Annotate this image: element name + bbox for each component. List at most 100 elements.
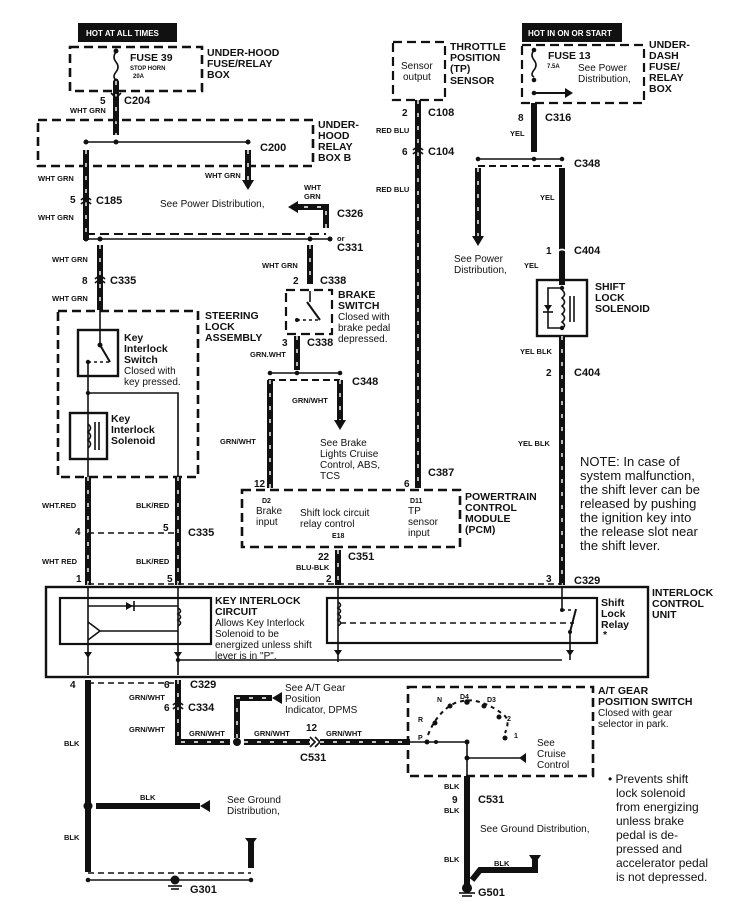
diagram-label: lock solenoid — [616, 786, 685, 800]
diagram-label: Switch — [124, 354, 158, 366]
diagram-label: relay control — [300, 519, 354, 530]
splice-dot — [531, 47, 537, 53]
component-outline — [520, 43, 646, 105]
diagram-label: GRN/WHT — [292, 396, 328, 405]
diagram-label: C338 — [320, 275, 346, 287]
diagram-label: 1 — [514, 733, 518, 740]
diagram-label: MODULE — [465, 513, 511, 525]
diagram-label: Solenoid — [111, 435, 155, 447]
diagram-label: Relay — [601, 619, 629, 631]
diagram-label: D3 — [487, 697, 496, 704]
diagram-label: C329 — [574, 575, 600, 587]
component-outline — [68, 45, 204, 93]
diagram-label: BLK — [444, 855, 460, 864]
wire — [87, 630, 101, 641]
diagram-label: See — [537, 738, 555, 749]
diagram-label: C185 — [96, 195, 122, 207]
diagram-label: KEY INTERLOCK — [215, 595, 301, 607]
diagram-label: 5 — [100, 96, 106, 107]
component-outline — [56, 309, 200, 479]
diagram-label: UNDER- — [649, 39, 690, 51]
splice-dot — [175, 657, 181, 663]
arrow-left-icon — [200, 800, 210, 812]
underhood-relay-box-b: C200 UNDER- HOOD RELAY BOX B — [36, 118, 359, 168]
splice-dot — [434, 740, 438, 744]
diagram-label: C331 — [337, 242, 363, 254]
diagram-label: BLK — [494, 859, 510, 868]
wire — [547, 287, 562, 329]
diagram-label: Sensor — [401, 61, 433, 72]
connector-c104-icon — [412, 146, 424, 155]
connector-c404-icon — [556, 248, 568, 253]
at-gear-position-switch: P R N D4 D3 2 1 See Cruise Control A/T G… — [406, 685, 693, 778]
diode-icon — [544, 305, 552, 311]
diagram-label: 3 — [282, 338, 288, 349]
arrow-left-icon — [288, 201, 298, 213]
diagram-label: C387 — [428, 467, 454, 479]
splice-dot — [248, 877, 254, 883]
arrow-left-icon — [519, 753, 526, 763]
wire — [175, 680, 230, 745]
diode-icon — [84, 652, 92, 658]
diagram-label: 4 — [75, 527, 81, 538]
splice-dot — [462, 883, 472, 893]
ground-g301-icon — [168, 875, 182, 890]
key-interlock-circuit-box — [58, 596, 213, 646]
diagram-label: C531 — [478, 794, 504, 806]
diagram-label: HOT IN ON OR START — [528, 29, 612, 38]
diagram-label: 12 — [306, 723, 318, 734]
diagram-label: P — [418, 735, 423, 742]
splice-dot — [97, 236, 103, 242]
diagram-label: FUSE 39 — [130, 52, 173, 64]
relay-coil-icon — [336, 601, 342, 627]
diagram-label: WHT GRN — [70, 106, 106, 115]
diagram-label: or — [337, 234, 345, 243]
connector-c204-icon — [110, 92, 122, 100]
diagram-label: BLK/RED — [136, 501, 170, 510]
key-interlock-switch — [76, 328, 120, 378]
diagram-label: YEL — [510, 129, 525, 138]
diagram-label: D4 — [460, 694, 469, 701]
diagram-label: 2 — [546, 368, 552, 379]
diagram-label: pedal is de- — [616, 828, 678, 842]
diagram-label: RELAY — [649, 72, 684, 84]
splice-dot — [83, 236, 89, 242]
diagram-label: C316 — [545, 112, 571, 124]
diagram-label: 2 — [507, 716, 511, 723]
diagram-label: C108 — [428, 107, 454, 119]
diagram-label: Lock — [601, 608, 626, 620]
diagram-label: GRN/WHT — [254, 729, 290, 738]
wire — [298, 204, 329, 228]
splice-dot — [245, 139, 251, 145]
splice-dot — [502, 735, 508, 741]
splice-dot — [113, 48, 119, 54]
underdash-fuse-relay-box: FUSE 13 7.5A See Power Distribution, UND… — [520, 39, 690, 105]
diagram-label: See Power — [454, 254, 504, 265]
diagram-label: GRN/WHT — [326, 729, 362, 738]
diagram-label: 6 — [402, 147, 408, 158]
diagram-label: 4 — [70, 680, 76, 691]
component-outline — [522, 23, 622, 42]
diagram-label: 3 — [546, 574, 552, 585]
diagram-label: Distribution, — [578, 74, 631, 85]
splice-dot — [170, 875, 180, 885]
diagram-label: the ignition key into — [580, 510, 691, 525]
diagram-label: depressed. — [338, 334, 387, 345]
diagram-label: CIRCUIT — [215, 606, 258, 618]
diagram-label: brake pedal — [338, 323, 390, 334]
interlock-control-unit: INTERLOCK CONTROL UNIT KEY INTERLOCK CIR… — [44, 585, 714, 679]
diagram-label: BLK — [64, 739, 80, 748]
splice-dot — [307, 236, 313, 242]
diagram-label: UNDER- — [318, 119, 359, 131]
diagram-label: selector in park. — [598, 719, 669, 730]
connector-end-icon — [245, 838, 257, 846]
diagram-label: SENSOR — [450, 75, 495, 87]
diagram-label: (TP) — [450, 63, 470, 75]
splice-dot — [481, 703, 487, 709]
diagram-label: FUSE/ — [649, 61, 680, 73]
diagram-label: C404 — [574, 367, 601, 379]
diagram-label: RED BLU — [376, 126, 409, 135]
component-outline — [44, 585, 650, 679]
diagram-label: C329 — [190, 679, 216, 691]
diagram-label: STOP HORN — [130, 66, 165, 72]
